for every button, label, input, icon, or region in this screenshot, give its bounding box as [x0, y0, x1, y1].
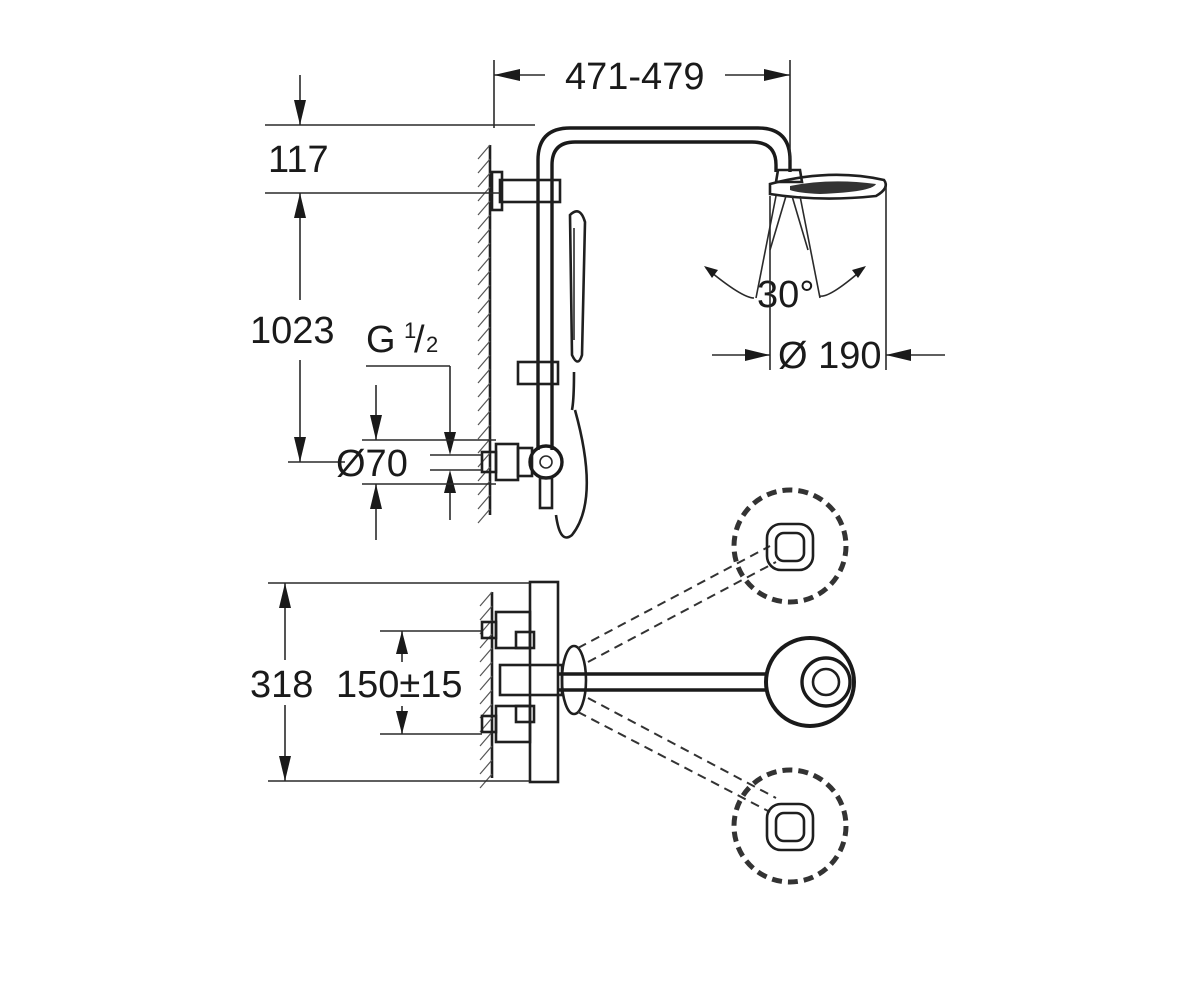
wall-hatch-line [477, 466, 491, 482]
wall-hatch-line [477, 284, 491, 300]
wall-hatch-line [477, 270, 491, 286]
shower-arm-plan [558, 636, 856, 728]
wall-hatch-line [477, 214, 491, 230]
thread-numerator: 1 [404, 318, 416, 343]
plan-view: 318 150±15 [250, 487, 856, 885]
wall-hatch-line [479, 605, 493, 621]
wall-hatch-line [479, 633, 493, 649]
wall-hatch-line [479, 689, 493, 705]
wall-hatch-line [477, 480, 491, 496]
wall-hatch-line [477, 158, 491, 174]
dimension-valve-diameter: Ø70 [336, 385, 496, 540]
wall-hatch-line [479, 731, 493, 747]
dimension-centres: 150±15 [336, 630, 482, 735]
mixer-valve-plan [480, 580, 564, 784]
centres-label: 150±15 [336, 664, 463, 706]
wall-hatch-line [477, 228, 491, 244]
mixer-valve [480, 442, 564, 510]
wall-hatch-line [477, 368, 491, 384]
elevation-view: 30° [250, 56, 945, 540]
wall-hatch-line [477, 424, 491, 440]
wall-hatch-line [477, 312, 491, 328]
wall-hatch-line [479, 661, 493, 677]
wall-hatch-line [477, 186, 491, 202]
valve-diameter-label: Ø70 [336, 443, 408, 485]
wall-hatch-line [477, 256, 491, 272]
head-diameter-label: Ø 190 [778, 335, 882, 377]
svg-text:/: / [414, 319, 425, 361]
top-offset-label: 117 [268, 139, 329, 181]
wall-hatch-line [477, 396, 491, 412]
wall-hatch-line [479, 745, 493, 761]
wall-hatch-line [479, 591, 493, 607]
wall-hatch-line [477, 340, 491, 356]
wall-hatch-line [479, 647, 493, 663]
shower-arm-rotated-lower [577, 697, 849, 885]
shower-arm-rotated-upper [577, 487, 849, 663]
shower-arm [536, 126, 792, 190]
arm-reach-label: 471-479 [565, 56, 704, 98]
thread-label: G [366, 319, 396, 361]
rail-height-label: 1023 [250, 310, 335, 352]
shower-head [768, 168, 888, 200]
wall-hatch-line [477, 144, 491, 160]
wall-hatch-line [477, 410, 491, 426]
spray-angle-label: 30° [757, 274, 814, 316]
plan-width-label: 318 [250, 664, 313, 706]
wall-elevation [477, 144, 492, 524]
hand-shower [554, 210, 589, 539]
wall-hatch-line [477, 452, 491, 468]
wall-hatch-line [477, 326, 491, 342]
thread-denominator: 2 [426, 332, 438, 357]
dimension-head-diameter: Ø 190 [712, 186, 945, 377]
wall-hatch-line [479, 759, 493, 775]
wall-hatch-line [477, 200, 491, 216]
wall-hatch-line [477, 298, 491, 314]
spray-angle-lines: 30° [704, 195, 866, 316]
wall-hatch-line [479, 675, 493, 691]
wall-hatch-line [477, 172, 491, 188]
dimension-rail-height: 1023 [250, 193, 345, 463]
dimension-thread: G 1 / 2 [366, 318, 482, 520]
wall-hatch-line [477, 494, 491, 510]
wall-hatch-line [477, 354, 491, 370]
wall-hatch-line [477, 242, 491, 258]
wall-hatch-line [477, 438, 491, 454]
wall-hatch-line [477, 382, 491, 398]
riser-rail [490, 170, 562, 450]
wall-hatch-line [477, 508, 491, 524]
dimension-arm-reach: 471-479 [493, 56, 791, 160]
dimension-top-offset: 117 [265, 75, 535, 194]
dimension-plan-width: 318 [250, 582, 530, 782]
